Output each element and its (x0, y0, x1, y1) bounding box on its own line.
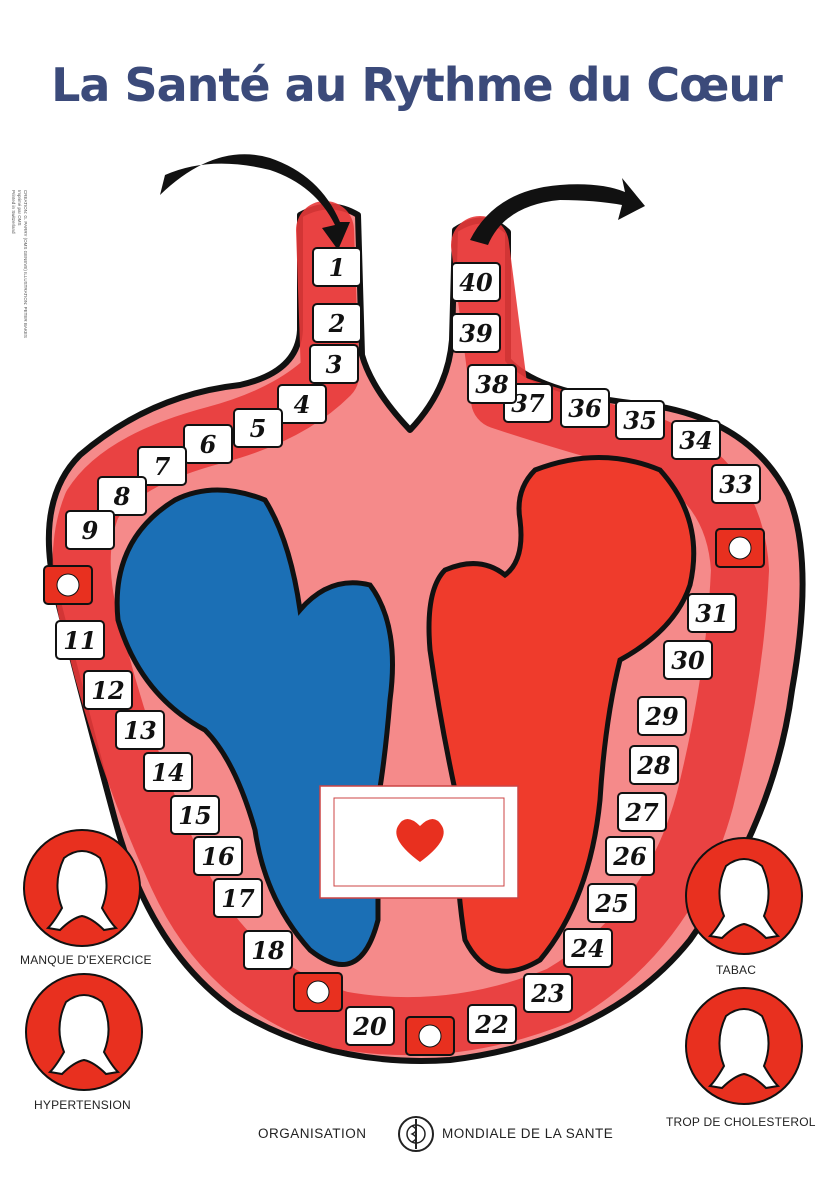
square-number: 15 (178, 801, 211, 830)
track-square: 16 (193, 836, 243, 876)
square-number: 14 (151, 758, 184, 787)
square-number: 22 (474, 1010, 508, 1039)
track-square: 29 (637, 696, 687, 736)
square-number: 13 (123, 716, 156, 745)
square-number: 2 (328, 309, 346, 338)
track-square (293, 972, 343, 1012)
square-number: 33 (719, 470, 752, 499)
exit-arrow-icon (470, 178, 645, 245)
center-card (319, 785, 519, 899)
track-square: 2 (312, 303, 362, 343)
risk-label-hypertension: HYPERTENSION (34, 1098, 131, 1112)
square-number: 18 (251, 936, 285, 965)
track-square: 27 (617, 792, 667, 832)
square-number: 30 (671, 646, 705, 675)
track-square: 17 (213, 878, 263, 918)
square-number: 27 (624, 798, 659, 827)
track-square: 4 (277, 384, 327, 424)
cholesterol-blob-icon (685, 987, 803, 1105)
square-number: 26 (612, 842, 647, 871)
risk-picture-icon (418, 1024, 442, 1048)
track-square (405, 1016, 455, 1056)
track-square: 31 (687, 593, 737, 633)
risk-label-cholesterol: TROP DE CHOLESTEROL (666, 1115, 816, 1129)
track-square: 20 (345, 1006, 395, 1046)
square-number: 40 (459, 268, 493, 297)
track-square: 28 (629, 745, 679, 785)
track-square: 1 (312, 247, 362, 287)
square-number: 9 (82, 516, 99, 545)
risk-label-exercise: MANQUE D'EXERCICE (20, 953, 152, 967)
track-square: 24 (563, 928, 613, 968)
risk-picture-icon (306, 980, 330, 1004)
track-square: 8 (97, 476, 147, 516)
square-number: 29 (644, 702, 679, 731)
square-number: 3 (326, 350, 343, 379)
square-number: 6 (200, 430, 217, 459)
square-number: 31 (695, 599, 728, 628)
square-number: 5 (250, 414, 267, 443)
square-number: 12 (91, 676, 124, 705)
who-emblem-icon (398, 1116, 434, 1152)
square-number: 28 (636, 751, 671, 780)
track-square: 39 (451, 313, 501, 353)
footer-left: ORGANISATION (258, 1126, 367, 1141)
square-number: 36 (568, 394, 602, 423)
stressed-figure-icon (25, 973, 143, 1091)
track-square: 5 (233, 408, 283, 448)
track-square: 12 (83, 670, 133, 710)
track-square: 23 (523, 973, 573, 1013)
track-square: 36 (560, 388, 610, 428)
square-number: 17 (221, 884, 255, 913)
track-square: 7 (137, 446, 187, 486)
track-square: 38 (467, 364, 517, 404)
track-square: 26 (605, 836, 655, 876)
square-number: 35 (623, 406, 656, 435)
track-square: 14 (143, 752, 193, 792)
track-square: 13 (115, 710, 165, 750)
square-number: 25 (594, 889, 628, 918)
track-square: 34 (671, 420, 721, 460)
risk-circles (23, 829, 803, 1105)
square-number: 34 (679, 426, 712, 455)
track-square: 22 (467, 1004, 517, 1044)
footer: ORGANISATION MONDIALE DE LA SANTE (0, 1126, 833, 1156)
square-number: 16 (201, 842, 235, 871)
risk-picture-icon (56, 573, 80, 597)
track-square (43, 565, 93, 605)
track-square (715, 528, 765, 568)
square-number: 1 (329, 253, 346, 282)
square-number: 23 (530, 979, 564, 1008)
square-number: 20 (352, 1012, 387, 1041)
track-square: 33 (711, 464, 761, 504)
poster-title: La Santé au Rythme du Cœur (51, 58, 783, 112)
track-square: 35 (615, 400, 665, 440)
track-square: 30 (663, 640, 713, 680)
square-number: 4 (294, 390, 311, 419)
track-square: 18 (243, 930, 293, 970)
heart-icon (396, 819, 444, 862)
square-number: 38 (475, 370, 509, 399)
couch-potato-icon (23, 829, 141, 947)
track-square: 40 (451, 262, 501, 302)
entry-arrow-icon (160, 154, 350, 250)
risk-picture-icon (728, 536, 752, 560)
square-number: 24 (570, 934, 604, 963)
track-square: 25 (587, 883, 637, 923)
risk-label-tobacco: TABAC (716, 963, 757, 977)
square-number: 8 (113, 482, 131, 511)
square-number: 39 (459, 319, 493, 348)
track-square: 3 (309, 344, 359, 384)
track-square: 15 (170, 795, 220, 835)
square-number: 11 (63, 626, 96, 655)
track-square: 9 (65, 510, 115, 550)
square-number: 7 (154, 452, 171, 481)
track-square: 11 (55, 620, 105, 660)
track-square: 6 (183, 424, 233, 464)
smoking-dragon-icon (685, 837, 803, 955)
footer-right: MONDIALE DE LA SANTE (442, 1126, 614, 1141)
